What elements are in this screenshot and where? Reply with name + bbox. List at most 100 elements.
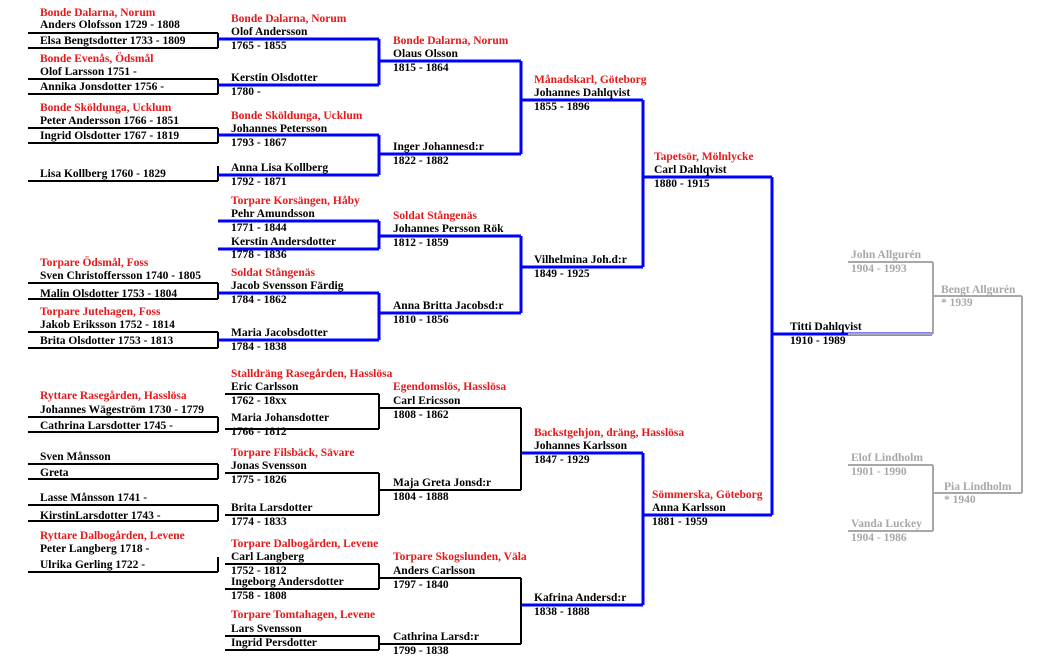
spouse-grandparent-name: John Allgurén: [851, 249, 921, 261]
gen4-occupation: Stalldräng Rasegården, Hasslösa: [231, 368, 393, 380]
gen5-occupation: Torpare Ödsmål, Foss: [40, 257, 149, 269]
gen5-person: Lasse Månsson 1741 -: [40, 492, 148, 504]
gen1-occupation: Tapetsör, Mölnlycke: [654, 151, 754, 163]
gen4-name: Anna Lisa Kollberg: [231, 162, 329, 174]
gen1-dates: 1881 - 1959: [652, 516, 708, 528]
gen4-dates: 1752 - 1812: [231, 565, 287, 577]
gen5-occupation: Torpare Jutehagen, Foss: [40, 306, 161, 318]
gen5-occupation: Bonde Dalarna, Norum: [40, 7, 156, 19]
gen5-person: Ulrika Gerling 1722 -: [40, 559, 146, 571]
gen4-dates: 1765 - 1855: [231, 40, 287, 52]
gen4-dates: 1766 - 1812: [231, 426, 287, 438]
gen5-occupation: Bonde Evenås, Ödsmål: [40, 53, 154, 65]
gen1-occupation: Sömmerska, Göteborg: [652, 489, 763, 501]
gen4-occupation: Torpare Tomtahagen, Levene: [231, 609, 376, 621]
gen4-dates: 1774 - 1833: [231, 516, 287, 528]
gen3-name: Inger Johannesd:r: [393, 141, 484, 153]
gen2-dates: 1847 - 1929: [534, 454, 590, 466]
gen3-dates: 1804 - 1888: [393, 491, 449, 503]
gen2-dates: 1849 - 1925: [534, 268, 590, 280]
gen4-name: Maria Jacobsdotter: [231, 327, 328, 339]
gen4-occupation: Torpare Korsängen, Håby: [231, 195, 360, 207]
gen4-name: Ingeborg Andersdotter: [231, 576, 344, 588]
gen4-name: Maria Johansdotter: [231, 412, 330, 424]
gen4-dates: 1792 - 1871: [231, 176, 287, 188]
gen2-occupation: Backstgehjon, dräng, Hasslösa: [534, 427, 685, 439]
spouse-parent-name: Bengt Allgurén: [941, 284, 1016, 296]
gen4-name: Jacob Svensson Färdig: [231, 280, 344, 292]
gen2-occupation: Månadskarl, Göteborg: [534, 74, 647, 86]
gen4-name: Pehr Amundsson: [231, 208, 315, 220]
spouse-grandparent-dates: 1904 - 1993: [851, 263, 907, 275]
gen4-dates: 1758 - 1808: [231, 590, 287, 602]
gen1-name: Carl Dahlqvist: [654, 164, 727, 176]
gen3-name: Olaus Olsson: [393, 48, 458, 60]
gen4-dates: 1784 - 1838: [231, 341, 287, 353]
gen3-name: Anna Britta Jacobsd:r: [393, 300, 504, 312]
gen4-name: Kerstin Olsdotter: [231, 72, 318, 84]
gen5-person: Lisa Kollberg 1760 - 1829: [40, 168, 166, 180]
gen3-occupation: Bonde Dalarna, Norum: [393, 35, 509, 47]
root-dates: 1910 - 1989: [790, 335, 846, 347]
gen3-name: Carl Ericsson: [393, 395, 461, 407]
gen4-name: Lars Svensson: [231, 623, 302, 635]
gen2-name: Vilhelmina Joh.d:r: [534, 254, 627, 266]
gen2-dates: 1855 - 1896: [534, 101, 590, 113]
gen4-occupation: Torpare Dalbogården, Levene: [231, 538, 379, 550]
gen4-dates: 1793 - 1867: [231, 137, 287, 149]
gen4-name: Ingrid Persdotter: [231, 637, 317, 649]
gen4-name: Eric Carlsson: [231, 381, 299, 393]
gen4-occupation: Bonde Dalarna, Norum: [231, 13, 347, 25]
gen5-person: Elsa Bengtsdotter 1733 - 1809: [40, 35, 186, 47]
gen4-dates: 1778 - 1836: [231, 249, 287, 261]
gen5-occupation: Ryttare Rasegården, Hasslösa: [40, 390, 187, 402]
gen5-person: Ingrid Olsdotter 1767 - 1819: [40, 130, 180, 142]
gen3-dates: 1815 - 1864: [393, 62, 449, 74]
gen4-dates: 1771 - 1844: [231, 222, 287, 234]
spouse-parent-name: Pia Lindholm: [944, 481, 1012, 493]
gen4-occupation: Torpare Filsbäck, Sävare: [231, 447, 355, 459]
gen5-person: Sven Månsson: [40, 451, 111, 463]
spouse-grandparent-name: Vanda Luckey: [851, 518, 922, 530]
gen4-dates: 1780 -: [231, 86, 261, 98]
gen5-person: Peter Andersson 1766 - 1851: [40, 115, 180, 127]
root-name: Titti Dahlqvist: [790, 321, 862, 333]
gen1-name: Anna Karlsson: [652, 502, 726, 514]
gen3-dates: 1810 - 1856: [393, 314, 449, 326]
gen5-person: Anders Olofsson 1729 - 1808: [40, 19, 180, 31]
gen3-name: Anders Carlsson: [393, 565, 476, 577]
gen3-dates: 1799 - 1838: [393, 645, 449, 657]
gen4-occupation: Bonde Sköldunga, Ucklum: [231, 110, 363, 122]
spouse-grandparent-dates: 1904 - 1986: [851, 532, 907, 544]
gen3-dates: 1808 - 1862: [393, 409, 449, 421]
gen5-person: Olof Larsson 1751 -: [40, 66, 137, 78]
spouse-parent-dates: * 1940: [944, 494, 976, 506]
gen5-person: Johannes Wägeström 1730 - 1779: [40, 404, 204, 416]
gen4-occupation: Soldat Stångenäs: [231, 267, 316, 279]
gen5-person: Annika Jonsdotter 1756 -: [40, 81, 165, 93]
gen3-name: Johannes Persson Rök: [393, 223, 504, 235]
gen5-person: Malin Olsdotter 1753 - 1804: [40, 288, 178, 300]
gen5-person: Jakob Eriksson 1752 - 1814: [40, 319, 175, 331]
gen5-occupation: Bonde Sköldunga, Ucklum: [40, 102, 172, 114]
gen3-dates: 1797 - 1840: [393, 579, 449, 591]
gen4-name: Olof Andersson: [231, 26, 308, 38]
gen4-name: Carl Langberg: [231, 551, 305, 563]
gen4-name: Brita Larsdotter: [231, 502, 313, 514]
gen1-dates: 1880 - 1915: [654, 178, 710, 190]
gen3-occupation: Soldat Stångenäs: [393, 210, 478, 222]
gen2-dates: 1838 - 1888: [534, 606, 590, 618]
gen3-name: Cathrina Larsd:r: [393, 631, 479, 643]
gen5-person: Peter Langberg 1718 -: [40, 543, 150, 555]
gen4-dates: 1784 - 1862: [231, 294, 287, 306]
gen5-occupation: Ryttare Dalbogården, Levene: [40, 530, 185, 542]
gen5-person: KirstinLarsdotter 1743 -: [40, 510, 161, 522]
spouse-grandparent-dates: 1901 - 1990: [851, 466, 907, 478]
spouse-parent-dates: * 1939: [941, 297, 973, 309]
gen4-dates: 1762 - 18xx: [231, 395, 287, 407]
gen2-name: Kafrina Andersd:r: [534, 592, 627, 604]
gen3-name: Maja Greta Jonsd:r: [393, 477, 492, 489]
gen2-name: Johannes Karlsson: [534, 440, 627, 452]
